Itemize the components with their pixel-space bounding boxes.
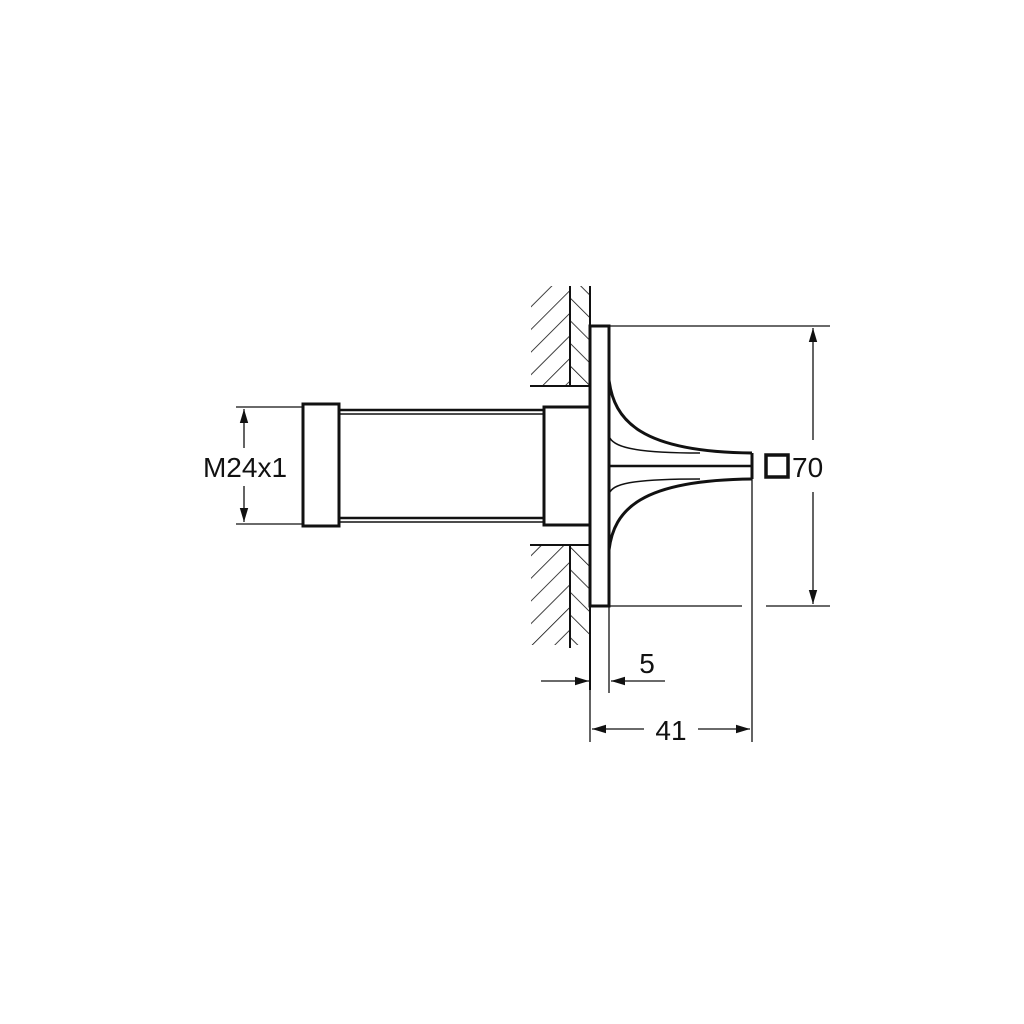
wall-offset-label: 5: [639, 648, 655, 679]
depth-dimension: 41: [592, 715, 750, 746]
square-symbol-icon: [764, 453, 790, 479]
wall-offset-dimension: 5: [541, 648, 665, 686]
thread-size-label: M24x1: [203, 452, 287, 483]
rosette-plate: [588, 324, 754, 608]
threaded-extension: [301, 402, 592, 528]
extension-lines: [236, 325, 830, 742]
depth-label: 41: [655, 715, 686, 746]
wall-section-bottom: [530, 544, 591, 648]
rosette-size-label: 70: [792, 452, 823, 483]
wall-section-top: [530, 286, 591, 387]
rosette-size-dimension: 70: [764, 328, 823, 604]
thread-dimension: M24x1: [203, 409, 287, 522]
